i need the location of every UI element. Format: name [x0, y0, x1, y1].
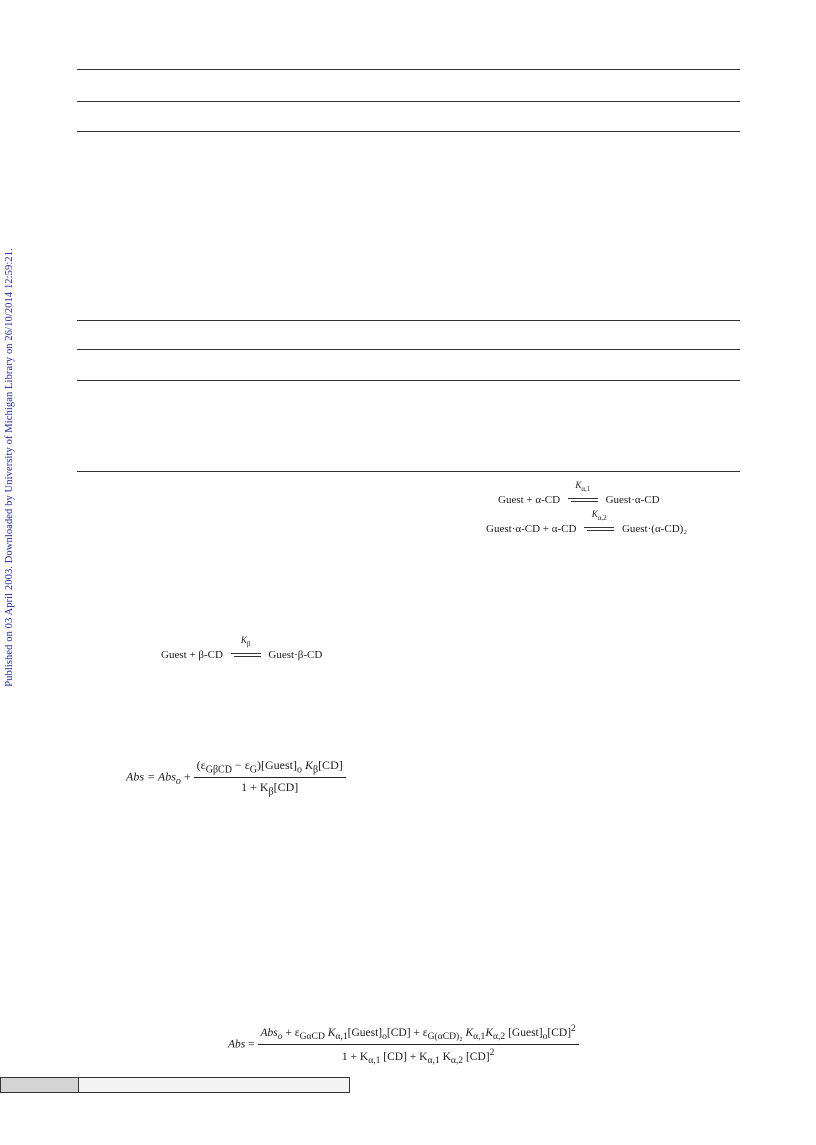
abs-beta-denominator: 1 + Kβ[CD]	[241, 780, 299, 798]
table2-top-rule	[77, 320, 740, 321]
download-notice[interactable]: Published on 03 April 2003. Downloaded b…	[2, 247, 16, 687]
footer-cell-right	[79, 1078, 349, 1092]
footer-bar	[0, 1077, 350, 1093]
abs-alpha-fraction: Abso + εGαCD Kα,1[Guest]o[CD] + εG(αCD)₂…	[257, 1023, 579, 1067]
download-notice-text[interactable]: Published on 03 April 2003. Downloaded b…	[3, 247, 15, 687]
table1-top-rule	[77, 69, 740, 70]
equilibrium-arrow-icon: Kβ	[230, 635, 261, 660]
table2-body-rule	[77, 380, 740, 381]
equilibrium-alpha-2: Guest·α-CD + α-CD Kα,2 Guest·(α-CD)₂	[486, 509, 688, 535]
equilibrium-arrow-icon: Kα,1	[567, 480, 598, 505]
equilibrium-alpha-1: Guest + α-CD Kα,1 Guest·α-CD	[498, 480, 660, 506]
equilibrium-constant: Kα,1	[575, 480, 591, 494]
abs-beta-fraction: (εGβCD − εG)[Guest]o Kβ[CD] 1 + Kβ[CD]	[193, 758, 346, 798]
equilibrium-constant: Kα,2	[591, 509, 607, 523]
table2-header-rule	[77, 349, 740, 350]
abs-alpha-numerator: Abso + εGαCD Kα,1[Guest]o[CD] + εG(αCD)₂…	[257, 1023, 579, 1046]
table2-bottom-rule	[77, 471, 740, 472]
equilibrium-constant: Kβ	[240, 635, 251, 649]
table1-body-rule	[77, 131, 740, 132]
table1-header-rule	[77, 101, 740, 102]
footer-cell-left	[1, 1078, 79, 1092]
abs-equation-alpha: Abs = Abso + εGαCD Kα,1[Guest]o[CD] + εG…	[228, 1023, 579, 1066]
abs-alpha-denominator: 1 + Kα,1 [CD] + Kα,1 Kα,2 [CD]2	[341, 1047, 495, 1067]
abs-beta-numerator: (εGβCD − εG)[Guest]o Kβ[CD]	[193, 758, 346, 779]
abs-equation-beta: Abs = Abso + (εGβCD − εG)[Guest]o Kβ[CD]…	[126, 758, 346, 798]
equilibrium-beta: Guest + β-CD Kβ Guest·β-CD	[161, 635, 323, 661]
equilibrium-arrow-icon: Kα,2	[584, 509, 615, 534]
